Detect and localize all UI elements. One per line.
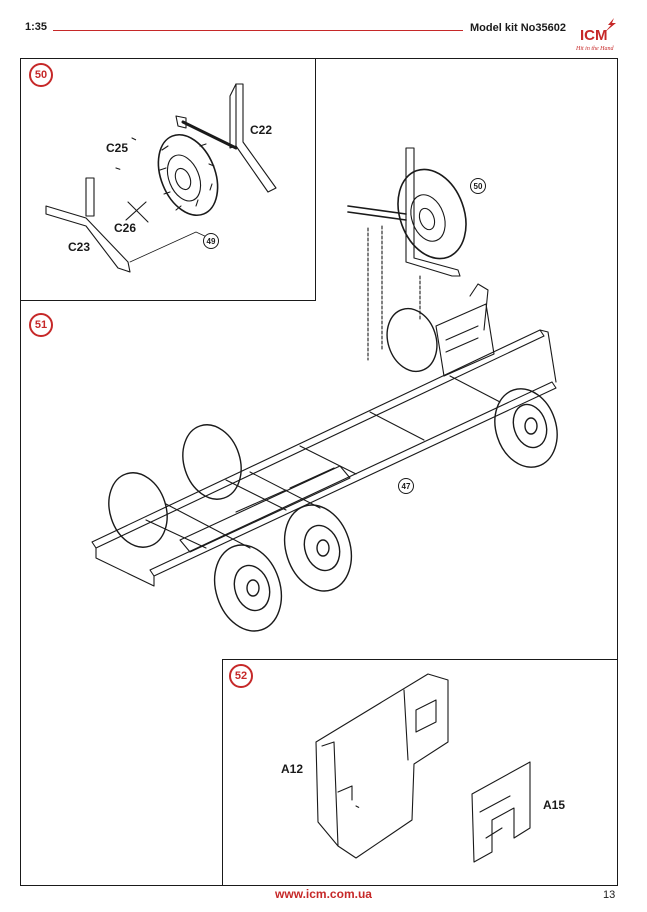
step51-chassis: [91, 283, 557, 587]
part-label-c22: C22: [250, 123, 273, 137]
part-label-a12: A12: [281, 762, 304, 776]
header-rule: [53, 30, 463, 31]
logo-tagline: Hit in the Hand: [575, 46, 614, 52]
part-label-c25: C25: [106, 141, 129, 155]
step51-spare-wheel: [347, 147, 467, 361]
reference-step-49: 49: [203, 233, 219, 249]
part-label-a15: A15: [543, 798, 566, 812]
logo-text: ICM: [580, 27, 608, 44]
step52-cab-panels: [315, 673, 531, 863]
page-number: 13: [603, 889, 616, 901]
reference-step-50: 50: [470, 178, 486, 194]
part-label-c23: C23: [68, 240, 91, 254]
divider-step50-bottom: [20, 300, 316, 301]
divider-step50-right: [315, 58, 316, 300]
step-badge-51: 51: [29, 313, 53, 337]
divider-step52-top: [222, 659, 618, 660]
step51-wheels: [108, 307, 558, 632]
step50-spare-wheel-carrier: [45, 83, 277, 273]
step-badge-50: 50: [29, 63, 53, 87]
header-model-kit: Model kit No35602: [470, 22, 566, 34]
reference-step-47: 47: [398, 478, 414, 494]
header-scale: 1:35: [25, 21, 48, 33]
divider-step52-left: [222, 659, 223, 886]
instruction-frame: [20, 58, 618, 886]
icm-logo: ICM Hit in the Hand: [575, 18, 616, 52]
part-label-c26: C26: [114, 221, 137, 235]
footer-url[interactable]: www.icm.com.ua: [275, 887, 372, 901]
step-badge-52: 52: [229, 664, 253, 688]
